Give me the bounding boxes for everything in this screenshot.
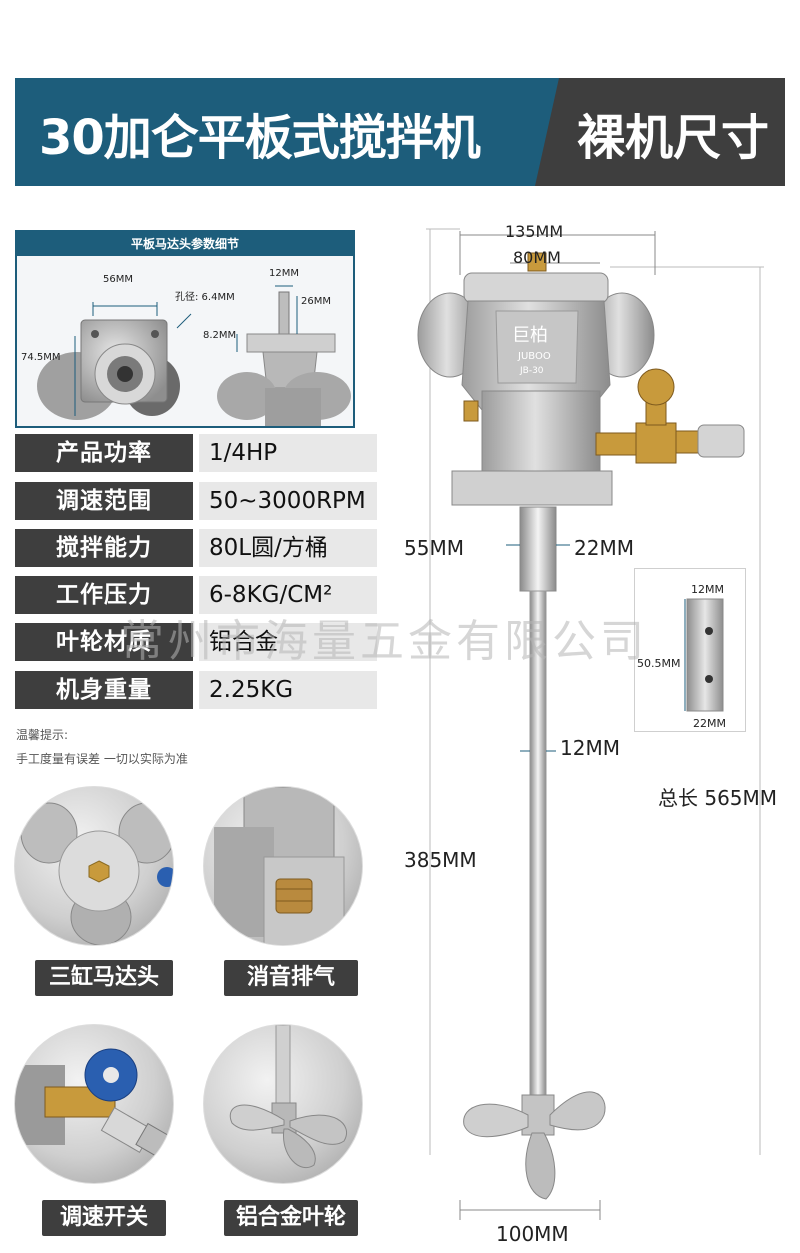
spec-key: 产品功率 (15, 434, 193, 472)
feature-image-speed-valve (14, 1024, 174, 1184)
spec-key: 调速范围 (15, 482, 193, 520)
dim-total-length: 总长 565MM (658, 786, 778, 810)
spec-value: 50~3000RPM (199, 482, 377, 520)
dim-26mm: 26MM (301, 296, 331, 307)
dim-74-5mm: 74.5MM (21, 352, 61, 363)
motor-detail-panel: 平板马达头参数细节 56MM 孔径: 6.4MM 12MM 26M (15, 230, 355, 428)
page-subtitle: 裸机尺寸 (576, 110, 769, 166)
dim-8-2mm: 8.2MM (203, 330, 237, 341)
dim-shaft-length: 55MM (404, 536, 464, 560)
coupling-dim-top: 12MM (691, 583, 724, 596)
spec-row-weight: 机身重量 2.25KG (15, 671, 377, 709)
coupling-detail-box: 12MM 50.5MM 22MM (634, 568, 746, 732)
spec-value: 1/4HP (199, 434, 377, 472)
spec-row-material: 叶轮材质 铝合金 (15, 623, 377, 661)
dim-12mm: 12MM (269, 268, 299, 279)
dim-impeller-diameter: 100MM (496, 1222, 569, 1246)
company-watermark: 常州市海量五金有限公司 (120, 616, 648, 667)
feature-label-impeller: 铝合金叶轮 (224, 1200, 358, 1236)
brand-logo-en: JUBOO (517, 351, 551, 362)
dim-hole-diameter: 孔径: 6.4MM (175, 292, 235, 303)
motor-detail-caption: 平板马达头参数细节 (17, 232, 353, 256)
feature-image-muffler (203, 786, 363, 946)
dim-shaft-diameter: 22MM (574, 536, 634, 560)
feature-image-impeller (203, 1024, 363, 1184)
spec-key: 搅拌能力 (15, 529, 193, 567)
dim-width-inner: 80MM (513, 248, 561, 267)
spec-row-capacity: 搅拌能力 80L圆/方桶 (15, 529, 377, 567)
tip-heading: 温馨提示: (16, 728, 69, 742)
coupling-dim-bottom: 22MM (693, 717, 726, 730)
spec-value: 6-8KG/CM² (199, 576, 377, 614)
dim-rod-length: 385MM (404, 848, 477, 872)
spec-key: 机身重量 (15, 671, 193, 709)
header-dark-panel (535, 78, 785, 186)
feature-image-motor-head (14, 786, 174, 946)
tip-text: 手工度量有误差 一切以实际为准 (16, 752, 188, 766)
brand-model: JB-30 (519, 366, 544, 376)
spec-value: 铝合金 (199, 623, 377, 661)
dim-56mm: 56MM (103, 274, 133, 285)
spec-value: 2.25KG (199, 671, 377, 709)
dim-width-top: 135MM (505, 222, 564, 241)
feature-label-muffler: 消音排气 (224, 960, 358, 996)
coupling-dim-height: 50.5MM (637, 657, 681, 670)
header-banner: 30加仑平板式搅拌机 裸机尺寸 (15, 78, 785, 186)
spec-value: 80L圆/方桶 (199, 529, 377, 567)
feature-label-speed-valve: 调速开关 (42, 1200, 166, 1236)
mixer-illustration: 巨柏 JUBOO JB-30 (417, 228, 764, 1220)
spec-key: 工作压力 (15, 576, 193, 614)
spec-row-power: 产品功率 1/4HP (15, 434, 377, 472)
spec-row-speed: 调速范围 50~3000RPM (15, 482, 377, 520)
spec-key: 叶轮材质 (15, 623, 193, 661)
feature-label-motor-head: 三缸马达头 (35, 960, 173, 996)
motor-detail-illustration (37, 285, 351, 426)
brand-logo-cn: 巨柏 (512, 325, 548, 346)
dim-rod-diameter: 12MM (560, 736, 620, 760)
spec-row-pressure: 工作压力 6-8KG/CM² (15, 576, 377, 614)
page-title: 30加仑平板式搅拌机 (39, 110, 481, 166)
